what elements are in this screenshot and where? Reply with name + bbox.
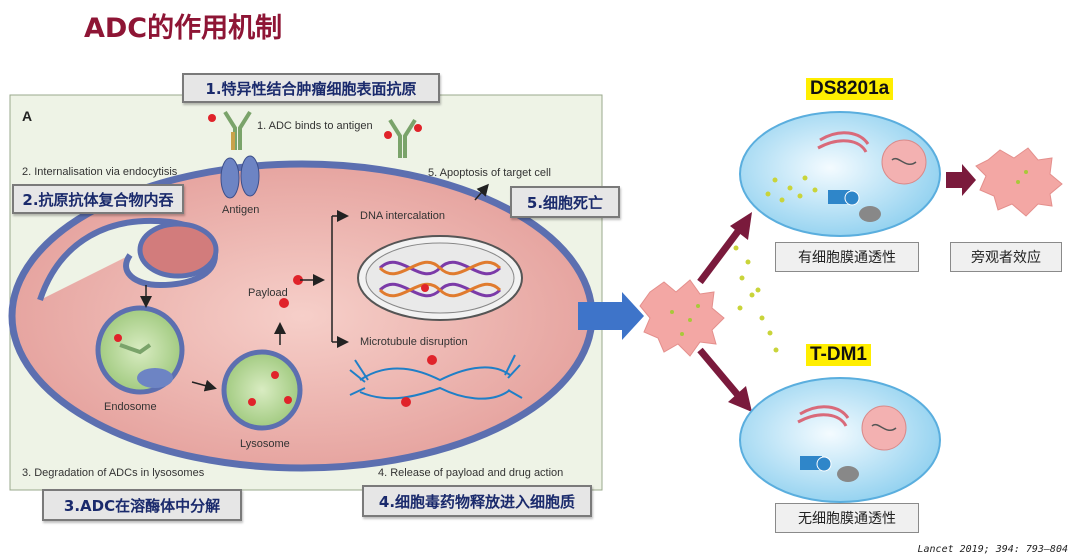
process-arrows <box>140 183 489 392</box>
lysosome-label: Lysosome <box>240 438 290 450</box>
step-1-en: 1. ADC binds to antigen <box>257 120 373 132</box>
permeable-box: 有细胞膜通透性 <box>775 242 919 272</box>
step-5-cn: 5.细胞死亡 <box>510 186 620 218</box>
lysosome-icon <box>221 349 303 431</box>
maroon-arrows <box>697 164 976 412</box>
cell-tdm1-icon <box>739 377 941 503</box>
microtubule-icon <box>349 354 523 407</box>
dying-cell-icon <box>639 279 725 357</box>
step-3-cn: 3.ADC在溶酶体中分解 <box>42 489 242 521</box>
payload-dots <box>733 245 779 353</box>
step-5-en: 5. Apoptosis of target cell <box>428 167 551 179</box>
step-2-en: 2. Internalisation via endocytisis <box>22 166 178 178</box>
step-3-en: 3. Degradation of ADCs in lysosomes <box>22 467 205 479</box>
antigen-icon <box>220 155 260 199</box>
endosome-icon <box>95 305 185 395</box>
cell-ds8201a-icon <box>739 111 941 237</box>
microtubule-label: Microtubule disruption <box>360 336 468 348</box>
page-title: ADC的作用机制 <box>84 13 283 44</box>
adc-antibody-icon <box>208 110 252 150</box>
dna-label: DNA intercalation <box>360 210 445 222</box>
step-4-cn: 4.细胞毒药物释放进入细胞质 <box>362 485 592 517</box>
bystander-box: 旁观者效应 <box>950 242 1062 272</box>
tdm1-label: T-DM1 <box>806 344 871 366</box>
step-2-cn: 2.抗原抗体复合物内吞 <box>12 184 184 214</box>
blue-arrow <box>578 292 644 340</box>
antigen-label: Antigen <box>222 204 260 216</box>
step-1-cn: 1.特异性结合肿瘤细胞表面抗原 <box>182 73 440 103</box>
payload-label: Payload <box>248 287 288 299</box>
citation: Lancet 2019; 394: 793–804 <box>917 544 1068 555</box>
adc-antibody-icon-2 <box>384 118 422 158</box>
bystander-cell-icon <box>975 147 1063 217</box>
ds8201a-label: DS8201a <box>806 78 894 100</box>
endosome-label: Endosome <box>104 401 157 413</box>
payload-icon <box>279 275 303 308</box>
step-4-en: 4. Release of payload and drug action <box>378 467 564 479</box>
panel-letter: A <box>22 108 33 124</box>
impermeable-box: 无细胞膜通透性 <box>775 503 919 533</box>
nucleus-dna-icon <box>357 235 523 321</box>
